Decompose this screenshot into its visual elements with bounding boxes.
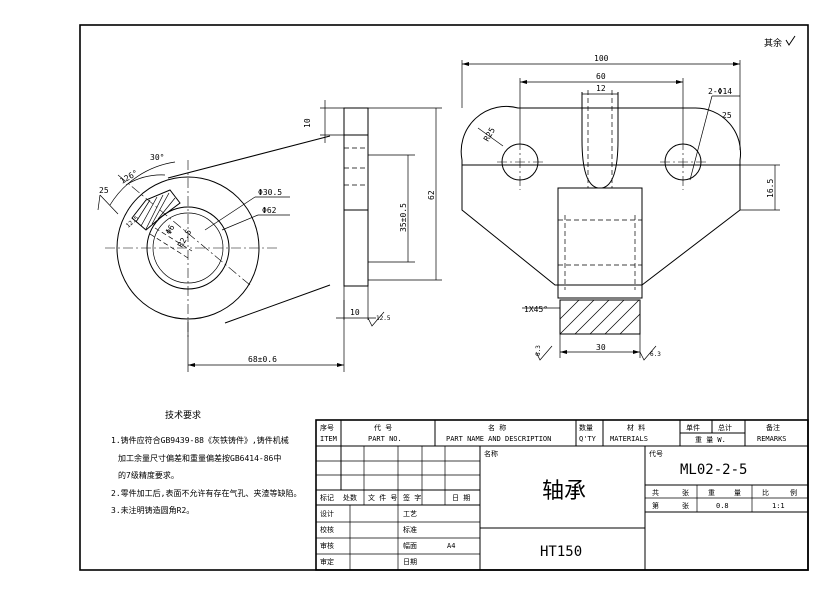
material-value: HT150 bbox=[540, 544, 582, 560]
top-view bbox=[460, 60, 780, 361]
dim-62: 62 bbox=[427, 190, 436, 200]
scale-value: 1:1 bbox=[772, 502, 785, 510]
sheet-total-unit: 张 bbox=[682, 488, 689, 497]
tech-heading: 技术要求 bbox=[165, 409, 201, 421]
hdr-remarks-cn: 备注 bbox=[766, 423, 780, 432]
inner-bore bbox=[146, 206, 230, 290]
technical-requirements: 技术要求 1.铸件应符合GB9439-88《灰铁铸件》,铸件机械 加工余量尺寸偏… bbox=[111, 409, 301, 515]
roughness-symbol-top-right bbox=[639, 345, 657, 361]
rev-doc: 文 件 号 bbox=[368, 493, 397, 502]
part-name: 轴承 bbox=[542, 479, 586, 504]
dim-60: 60 bbox=[596, 72, 606, 81]
side-profile bbox=[343, 107, 369, 287]
dim-68: 68±0.6 bbox=[248, 355, 277, 364]
hdr-code-en: PART NO. bbox=[368, 435, 402, 443]
hdr-unit-cn: 单件 bbox=[686, 423, 700, 432]
hdr-material-en: MATERIALS bbox=[610, 435, 648, 443]
roughness-symbol-side bbox=[367, 311, 385, 327]
hdr-seq-en: ITEM bbox=[320, 435, 337, 443]
dim-25-left: 25 bbox=[99, 186, 109, 195]
scale-label-1: 比 bbox=[762, 488, 769, 497]
roughness-symbol-top-left bbox=[535, 345, 553, 361]
top-outline bbox=[460, 105, 742, 286]
sheet-no-label: 第 bbox=[652, 501, 659, 510]
label-format: 幅面 bbox=[403, 541, 417, 550]
label-design: 设计 bbox=[320, 509, 334, 518]
hdr-seq-cn: 序号 bbox=[320, 423, 334, 432]
hdr-qty-en: Q'TY bbox=[579, 435, 597, 443]
label-standard: 标准 bbox=[403, 525, 417, 534]
dimension-texts: 30° 25 126° Φ30.5 Φ62 Φ6 R2.5 68±0.6 10 … bbox=[99, 54, 775, 364]
sheet-no-unit: 张 bbox=[682, 501, 689, 510]
rev-count: 处数 bbox=[343, 493, 357, 502]
weight-label-2: 量 bbox=[734, 489, 741, 497]
title-block bbox=[315, 419, 809, 571]
name-label: 名称 bbox=[484, 449, 498, 458]
dim-2-phi14: 2-Φ14 bbox=[708, 87, 732, 96]
dim-30-bottom: 30 bbox=[596, 343, 606, 352]
dim-12: 12 bbox=[596, 84, 606, 93]
roughness-note-text: 其余 bbox=[764, 37, 782, 49]
code-value: ML02-2-5 bbox=[680, 462, 747, 478]
rev-date: 日 期 bbox=[452, 494, 470, 502]
label-check: 校核 bbox=[320, 525, 334, 534]
section-hatch bbox=[559, 299, 641, 335]
dim-1x45: 1X45° bbox=[524, 305, 548, 314]
dim-r2-5: R2.5 bbox=[176, 228, 194, 249]
dim-phi30-5: Φ30.5 bbox=[258, 188, 282, 197]
roughness-value-top-right: 6.3 bbox=[650, 351, 661, 358]
tech-item-3: 的7级精度要求。 bbox=[118, 470, 179, 480]
roughness-value-front: 12.5 bbox=[125, 215, 141, 230]
dim-35: 35±0.5 bbox=[399, 203, 408, 232]
title-block-texts: 序号 ITEM 代 号 PART NO. 名 称 PART NAME AND D… bbox=[320, 423, 797, 566]
dim-phi6: Φ6 bbox=[164, 223, 177, 236]
sheet-total-label: 共 bbox=[652, 488, 659, 497]
label-review: 审核 bbox=[320, 541, 334, 550]
hdr-weight-cn: 重 量 W. bbox=[695, 436, 726, 444]
dim-10-top: 10 bbox=[303, 118, 312, 128]
side-view bbox=[320, 100, 442, 327]
tech-item-2: 加工余量尺寸偏差和重量偏差按GB6414-86中 bbox=[118, 453, 281, 463]
scale-label-2: 例 bbox=[790, 488, 797, 497]
rev-mark: 标记 bbox=[320, 493, 334, 502]
label-date: 日期 bbox=[403, 558, 417, 566]
label-approve: 审定 bbox=[320, 557, 334, 566]
hdr-remarks-en: REMARKS bbox=[757, 435, 787, 443]
outer-circle bbox=[116, 176, 260, 320]
roughness-value-side: 12.5 bbox=[376, 315, 391, 322]
dim-10-bottom: 10 bbox=[350, 308, 360, 317]
hdr-code-cn: 代 号 bbox=[374, 423, 392, 432]
hdr-material-cn: 材 料 bbox=[627, 423, 645, 432]
roughness-check-icon bbox=[785, 35, 796, 46]
boss bbox=[557, 187, 643, 299]
dim-100: 100 bbox=[594, 54, 609, 63]
keyway-hatch bbox=[131, 189, 181, 231]
hdr-name-cn: 名 称 bbox=[488, 423, 506, 432]
hdr-qty-cn: 数量 bbox=[579, 423, 593, 432]
hdr-total-cn: 总计 bbox=[718, 423, 732, 432]
code-label: 代号 bbox=[649, 449, 663, 458]
dim-30deg: 30° bbox=[150, 153, 164, 162]
tech-item-5: 3.未注明铸造圆角R2。 bbox=[111, 505, 194, 515]
format-value: A4 bbox=[447, 542, 455, 550]
rev-sign: 签 字 bbox=[403, 493, 421, 502]
hdr-name-en: PART NAME AND DESCRIPTION bbox=[446, 435, 551, 443]
tech-item-4: 2.零件加工后,表面不允许有存在气孔、夹渣等缺陷。 bbox=[111, 488, 301, 498]
roughness-note: 其余 bbox=[764, 35, 796, 49]
roughness-value-top-left: 6.3 bbox=[535, 345, 542, 356]
dim-phi62: Φ62 bbox=[262, 206, 277, 215]
dim-16-5: 16.5 bbox=[766, 179, 775, 198]
weight-value: 0.8 bbox=[716, 502, 729, 510]
label-process: 工艺 bbox=[403, 510, 417, 518]
tech-item-1: 1.铸件应符合GB9439-88《灰铁铸件》,铸件机械 bbox=[111, 435, 289, 445]
weight-label-1: 重 bbox=[708, 489, 715, 497]
dim-25-right: 25 bbox=[722, 111, 732, 120]
